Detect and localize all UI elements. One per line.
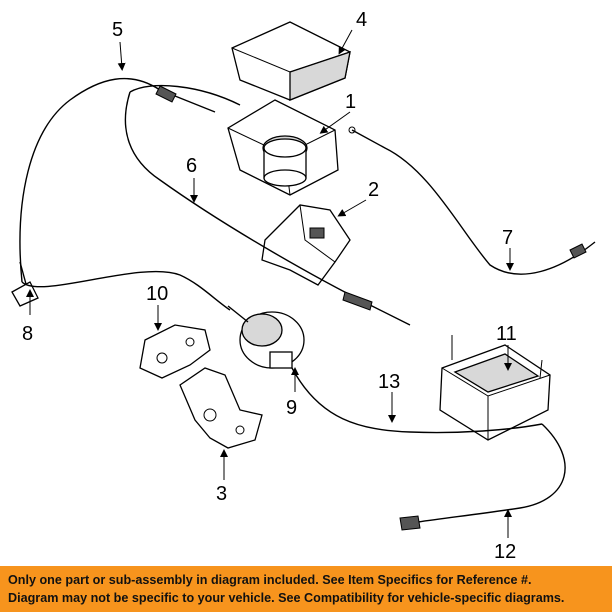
cable-13 <box>291 367 543 434</box>
part-4-cover <box>231 21 351 101</box>
part-3-support <box>179 367 263 449</box>
disclaimer-banner: Only one part or sub-assembly in diagram… <box>0 566 612 612</box>
callout-3: 3 <box>216 483 227 505</box>
callout-5: 5 <box>112 19 123 41</box>
part-1-actuator <box>227 99 339 196</box>
callout-4: 4 <box>356 9 367 31</box>
callout-7: 7 <box>502 227 513 249</box>
callout-13: 13 <box>378 371 400 393</box>
cable-6 <box>124 84 411 326</box>
part-11-module <box>439 335 551 441</box>
part-10-plate <box>139 324 211 379</box>
callout-6: 6 <box>186 155 197 177</box>
parts-diagram: 4 1 2 5 6 7 8 10 11 9 13 3 12 <box>11 9 596 563</box>
cable-7 <box>348 126 596 275</box>
cable-5 <box>19 77 231 311</box>
callout-8: 8 <box>22 323 33 345</box>
callout-10: 10 <box>146 283 168 305</box>
disclaimer-line-2: Diagram may not be specific to your vehi… <box>8 591 565 605</box>
callout-9: 9 <box>286 397 297 419</box>
leader-lines <box>26 29 514 538</box>
disclaimer-line-1: Only one part or sub-assembly in diagram… <box>8 573 532 587</box>
cable-12 <box>399 423 566 531</box>
callout-12: 12 <box>494 541 516 563</box>
part-9-diaphragm <box>227 305 305 369</box>
part-2-bracket <box>261 204 351 286</box>
callout-11: 11 <box>496 323 517 345</box>
callout-2: 2 <box>368 179 379 201</box>
callout-1: 1 <box>345 91 356 113</box>
